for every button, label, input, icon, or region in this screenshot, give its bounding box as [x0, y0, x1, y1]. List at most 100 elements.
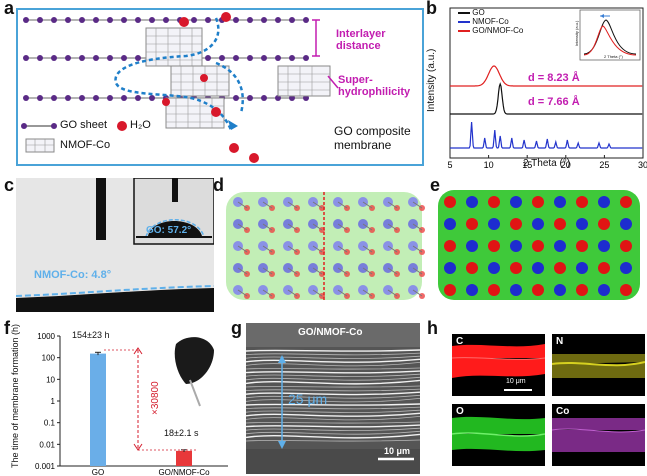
eds-c-label: C: [456, 336, 464, 347]
label-a: a: [4, 0, 15, 18]
atom-red: [510, 262, 522, 274]
atom-red: [488, 240, 500, 252]
f-tick-label: 0.1: [44, 419, 56, 428]
go-sheet-bead: [121, 17, 127, 23]
go-sheet-bead: [135, 55, 141, 61]
sem-layer: [246, 421, 420, 424]
eds-oxygen: O: [452, 404, 545, 466]
xrd-xlabel: 2 Theta (°): [523, 158, 571, 169]
atom-blue: [444, 262, 456, 274]
xrd-plot-frame: [449, 7, 644, 159]
go-sheet-bead: [93, 17, 99, 23]
f-tick-label: 1: [51, 397, 56, 406]
atom-blue: [532, 262, 544, 274]
go-sheet-bead: [247, 95, 253, 101]
label-c: c: [4, 175, 15, 195]
go-sheet-bead: [303, 17, 309, 23]
needle-inset: [172, 178, 178, 202]
sem-layer: [246, 352, 420, 356]
xrd-tick-label: 25: [599, 160, 609, 170]
sem-layer: [246, 379, 420, 385]
go-sheet-bead: [23, 55, 29, 61]
water-molecules: [162, 12, 259, 163]
bond: [362, 289, 373, 297]
sem-layer: [246, 376, 420, 381]
eds-o-label: O: [456, 406, 464, 417]
bond: [362, 267, 373, 275]
sem-layer: [246, 439, 420, 442]
atom-blue: [510, 284, 522, 296]
go-droplet: [148, 221, 202, 236]
f-tick-label: 1000: [37, 332, 55, 341]
go-sheet-bead: [205, 55, 211, 61]
bar-go-nmof-co: [176, 450, 192, 466]
legend-go-sheet: GO sheet: [60, 119, 108, 131]
go-sheet-bead: [261, 17, 267, 23]
f-ylabel: The time of membrane formation (h): [10, 323, 20, 468]
atom-red: [444, 196, 456, 208]
go-sheet-bead: [289, 55, 295, 61]
panel-a-frame: [16, 8, 424, 166]
label-g: g: [231, 318, 242, 338]
d-spacing-gonmof: d = 8.23 Å: [528, 72, 580, 84]
atom-red: [576, 196, 588, 208]
label-e: e: [430, 175, 441, 195]
panel-d-structure: [220, 178, 428, 312]
sem-layer: [246, 373, 420, 377]
sem-layer: [246, 427, 420, 431]
legend-go-sheet-glyph: [21, 123, 57, 129]
nmof-cage-4: [277, 65, 331, 97]
bond: [337, 267, 348, 275]
bond: [237, 245, 248, 253]
sem-layers: [246, 349, 420, 442]
nmof-droplet-profile: [16, 285, 214, 297]
xrd-tick-label: 10: [484, 160, 494, 170]
go-sheet-bead: [135, 95, 141, 101]
bond: [262, 201, 273, 209]
bond: [312, 201, 323, 209]
atom-blue: [510, 196, 522, 208]
go-sheet-bead: [275, 55, 281, 61]
nmof-contact-angle: NMOF-Co: 4.8°: [34, 269, 112, 281]
panel-e-structure: [434, 178, 644, 312]
sem-layer: [246, 358, 420, 363]
bond: [362, 201, 373, 209]
go-sheet-bead: [247, 55, 253, 61]
bond: [237, 289, 248, 297]
legend-water-glyph: [117, 121, 127, 131]
go-sheet-bead: [233, 55, 239, 61]
bond: [387, 289, 398, 297]
bond: [262, 245, 273, 253]
atom-blue: [620, 262, 632, 274]
atom-blue: [598, 284, 610, 296]
bond: [337, 223, 348, 231]
bond: [412, 223, 423, 231]
bond: [312, 245, 323, 253]
sem-layer: [246, 391, 420, 396]
nmof-cage-2: [170, 65, 230, 97]
go-sheet-bead: [51, 95, 57, 101]
atom-blue: [488, 262, 500, 274]
sem-layer: [246, 398, 420, 403]
go-sheet-bead: [23, 95, 29, 101]
go-sheet-bead: [37, 55, 43, 61]
go-sheet-bead: [37, 95, 43, 101]
go-sheet-bead: [37, 17, 43, 23]
go-composite-membrane-label: GO composite membrane: [334, 124, 411, 152]
go-sheet-bead: [79, 55, 85, 61]
atom-blue: [466, 284, 478, 296]
atom-red: [444, 284, 456, 296]
membrane-photo: [174, 337, 214, 384]
xrd-series-go: [450, 82, 643, 115]
sem-thickness: 25 μm: [288, 391, 328, 407]
f-tick-label: 0.001: [35, 462, 56, 471]
f-tick-label: 100: [42, 354, 56, 363]
legend-nmof-co: NMOF-Co: [458, 17, 523, 26]
bond: [387, 267, 398, 275]
atom-red: [554, 262, 566, 274]
bond: [337, 289, 348, 297]
bond: [312, 223, 323, 231]
atom-red: [466, 218, 478, 230]
xrd-tick-label: 5: [447, 160, 452, 170]
